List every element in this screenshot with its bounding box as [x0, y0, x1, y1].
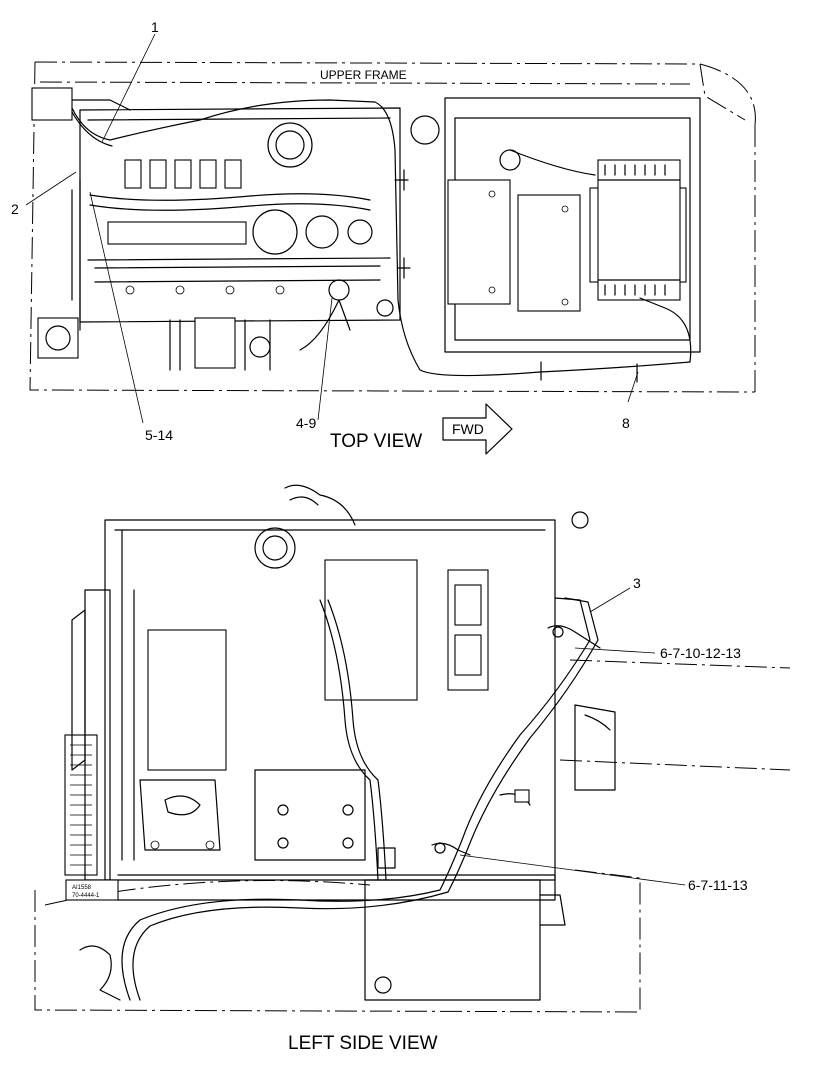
leader-8	[627, 371, 639, 403]
left-side-view-caption: LEFT SIDE VIEW	[288, 1033, 438, 1054]
clamp-lower	[431, 842, 471, 856]
top-view-caption: TOP VIEW	[330, 431, 422, 452]
callout-1: 1	[151, 19, 159, 35]
leader-3	[589, 587, 631, 613]
clamp-upper	[547, 625, 601, 649]
oil-filler-side	[254, 527, 296, 569]
leader-2	[25, 171, 77, 206]
leader-4-9	[317, 297, 333, 421]
ecm-block	[324, 559, 418, 701]
callout-2: 2	[11, 201, 19, 217]
left-side-view: AI1558 70-4444-1 3 6-7-10-12-13 6-7-11-1…	[34, 484, 791, 1054]
callout-8: 8	[622, 415, 630, 431]
leader-6-7-11-13	[459, 854, 686, 886]
injectors	[124, 159, 242, 189]
oil-pan	[364, 879, 541, 1001]
fwd-arrow: FWD	[442, 403, 513, 455]
callout-6-7-11-13: 6-7-11-13	[688, 877, 748, 893]
callout-5-14: 5-14	[145, 427, 173, 443]
battery-box-right	[517, 194, 581, 312]
top-view: UPPER FRAME	[11, 19, 756, 455]
callout-3: 3	[633, 575, 641, 591]
callout-4-9: 4-9	[296, 415, 316, 431]
upper-frame-label: UPPER FRAME	[320, 68, 407, 82]
leader-6-7-10-12-13	[574, 647, 656, 654]
leader-5-14	[89, 191, 144, 424]
callout-6-7-10-12-13: 6-7-10-12-13	[660, 645, 741, 661]
oil-filler-cap	[267, 122, 313, 168]
leader-1	[101, 33, 156, 143]
harness-side	[439, 597, 591, 891]
battery-box-left	[447, 179, 511, 305]
plate-text-2: 70-4444-1	[72, 893, 100, 899]
fwd-label: FWD	[452, 421, 484, 437]
plate-text-1: AI1558	[72, 885, 92, 891]
